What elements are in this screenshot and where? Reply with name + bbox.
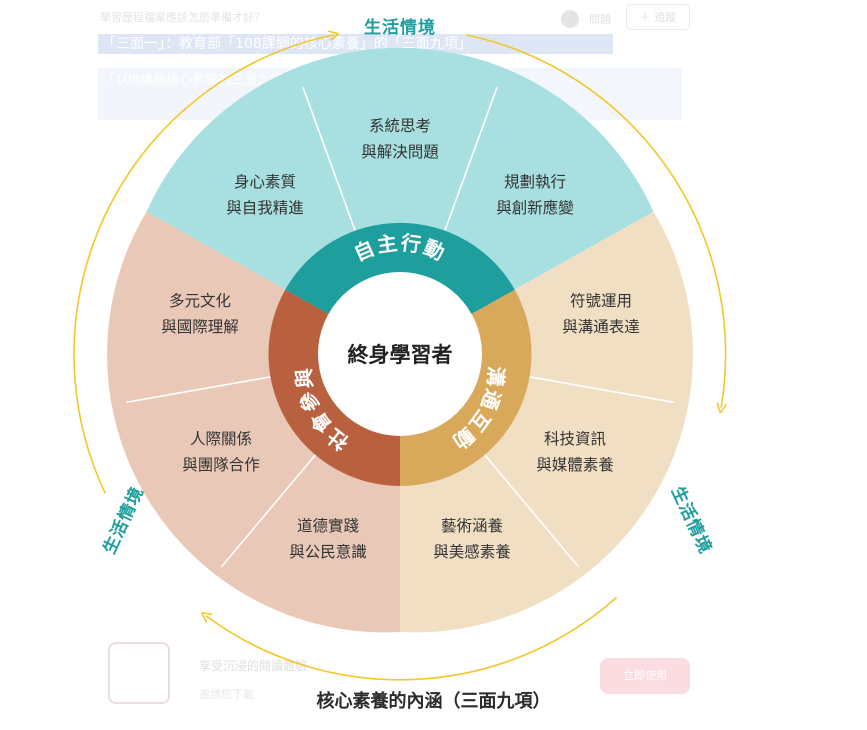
clockwise-arrow-bottom — [206, 596, 618, 681]
item-label-line1: 符號運用 — [570, 292, 632, 310]
life-context-label-left: 生活情境 — [99, 483, 148, 557]
sector-autonomous-action — [146, 47, 654, 355]
clockwise-arrow-left — [73, 35, 334, 494]
item-label-line1: 道德實踐 — [297, 516, 360, 535]
clockwise-arrow-right — [466, 34, 725, 408]
life-context-label-top: 生活情境 — [364, 17, 436, 38]
item-label-line2: 與團隊合作 — [182, 456, 260, 474]
item-label-line2: 與媒體素養 — [536, 456, 614, 474]
center-circle — [318, 272, 482, 436]
diagram-caption: 核心素養的內涵（三面九項） — [316, 691, 551, 712]
ad-book-icon — [108, 642, 170, 704]
item-label-line1: 身心素質 — [234, 173, 296, 191]
user-avatar[interactable] — [561, 10, 579, 28]
user-name[interactable]: 問題 — [589, 13, 611, 26]
follow-button[interactable]: ＋ 追蹤 — [626, 4, 690, 30]
item-label-line1: 系統思考 — [369, 117, 431, 135]
item-label-line1: 規劃執行 — [504, 173, 566, 191]
center-label: 終身學習者 — [348, 343, 453, 367]
item-label-line2: 與美感素養 — [433, 543, 511, 561]
ad-subtitle: 邀請您下載 — [199, 688, 254, 701]
item-label-line2: 與解決問題 — [361, 143, 439, 161]
item-label-line2: 與國際理解 — [161, 318, 239, 336]
item-label-line1: 人際關係 — [190, 430, 252, 448]
item-label-line1: 多元文化 — [169, 292, 231, 310]
life-context-label-right-text: 生活情境 — [667, 483, 716, 557]
item-labels: 身心素質 與自我精進 系統思考 與解決問題 規劃執行 與創新應變 符號運用 與溝… — [161, 117, 640, 561]
life-context-arrows — [73, 34, 726, 681]
ad-button[interactable]: 立即使用 — [600, 658, 690, 694]
item-label-line2: 與創新應變 — [496, 198, 574, 217]
item-label-line1: 科技資訊 — [544, 430, 606, 448]
background-question-text: 學習歷程檔案應該怎麼準備才好？ — [100, 11, 265, 24]
item-label-line2: 與自我精進 — [226, 199, 304, 217]
item-label-line1: 藝術涵養 — [441, 517, 503, 535]
life-context-label-left-text: 生活情境 — [99, 483, 148, 557]
item-label-line2: 與公民意識 — [289, 542, 367, 561]
ad-title: 享受沉浸的閱讀體驗 — [199, 659, 308, 673]
item-label-line2: 與溝通表達 — [562, 318, 640, 336]
life-context-label-right: 生活情境 — [667, 483, 716, 557]
